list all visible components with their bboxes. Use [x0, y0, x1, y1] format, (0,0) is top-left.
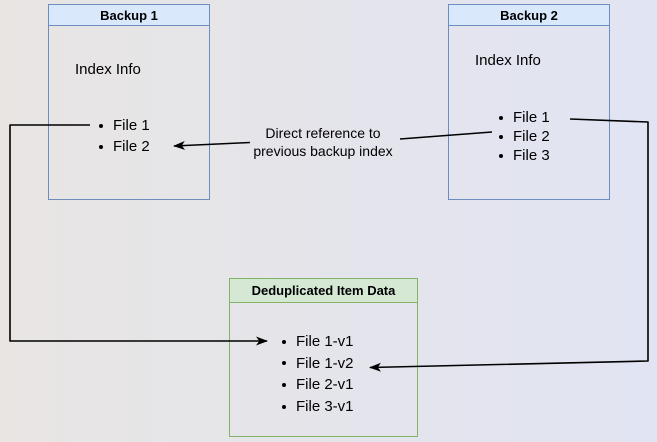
- backup2-file-item: File 1: [499, 108, 550, 127]
- backup1-title: Backup 1: [49, 5, 209, 26]
- edge-annotation-line1: Direct reference to: [265, 125, 381, 141]
- backup2-node: Backup 2 Index Info File 1 File 2 File 3: [448, 4, 610, 200]
- dedup-file-item: File 3-v1: [282, 396, 354, 418]
- backup2-file-list: File 1 File 2 File 3: [499, 108, 550, 165]
- backup2-file-item: File 3: [499, 146, 550, 165]
- edge-annotation: Direct reference to previous backup inde…: [223, 124, 423, 160]
- dedup-title: Deduplicated Item Data: [230, 279, 417, 303]
- backup1-file-list: File 1 File 2: [99, 115, 150, 157]
- backup1-index-info-label: Index Info: [75, 61, 141, 78]
- backup1-file-item: File 2: [99, 136, 150, 157]
- backup2-title: Backup 2: [449, 5, 609, 26]
- backup1-node: Backup 1 Index Info File 1 File 2: [48, 4, 210, 200]
- dedup-file-item: File 2-v1: [282, 374, 354, 396]
- backup2-file-item: File 2: [499, 127, 550, 146]
- dedup-file-list: File 1-v1 File 1-v2 File 2-v1 File 3-v1: [282, 331, 354, 417]
- dedup-file-item: File 1-v2: [282, 353, 354, 375]
- dedup-file-item: File 1-v1: [282, 331, 354, 353]
- dedup-node: Deduplicated Item Data File 1-v1 File 1-…: [229, 278, 418, 437]
- backup2-index-info-label: Index Info: [475, 52, 541, 69]
- backup1-file-item: File 1: [99, 115, 150, 136]
- edge-annotation-line2: previous backup index: [253, 143, 393, 159]
